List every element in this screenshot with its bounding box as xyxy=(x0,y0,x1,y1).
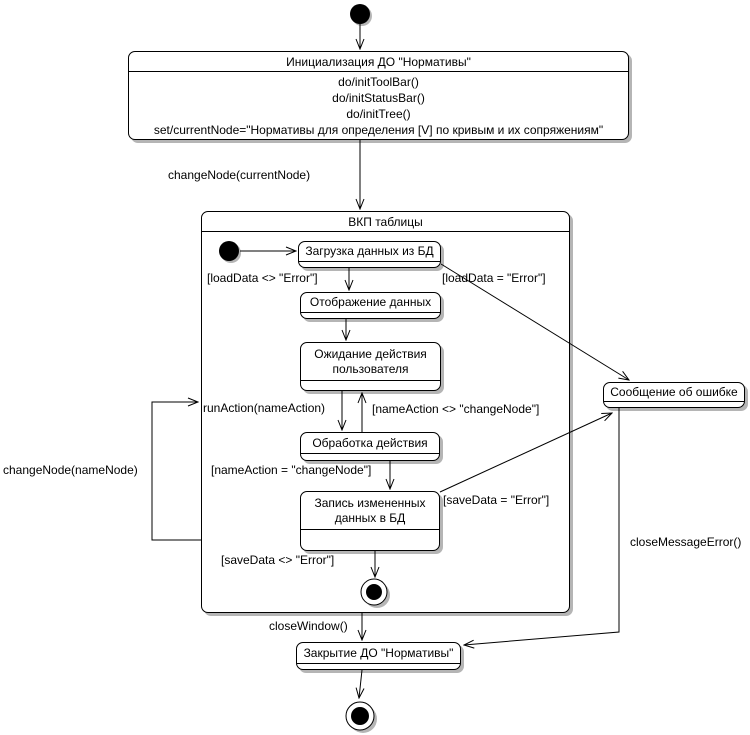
state-close-compartment xyxy=(297,663,460,669)
state-init-action: set/currentNode="Нормативы для определен… xyxy=(153,122,604,137)
state-init-action: do/initToolBar() xyxy=(338,74,419,89)
state-error-message-compartment xyxy=(604,401,744,407)
transition-vkp-self-changenode xyxy=(151,402,201,541)
state-init-title: Инициализация ДО "Нормативы" xyxy=(129,52,628,72)
state-error-message[interactable]: Сообщение об ошибке xyxy=(603,382,745,408)
transition-label-savedata-error: [saveData = "Error"] xyxy=(443,493,550,507)
state-wait[interactable]: Ожидание действия пользователя xyxy=(300,342,441,391)
state-save-compartment xyxy=(301,529,439,550)
state-vkp-title: ВКП таблицы xyxy=(202,212,569,232)
transition-label-closewindow: closeWindow() xyxy=(269,619,348,633)
final-state-shadow xyxy=(349,705,377,733)
transition-label-changenode-namenode: changeNode(nameNode) xyxy=(3,463,138,477)
state-display-label: Отображение данных xyxy=(309,295,432,309)
transition-label-savedata-ok: [saveData <> "Error"] xyxy=(221,553,335,567)
state-save-line1: Запись измененных xyxy=(314,495,426,510)
state-process[interactable]: Обработка действия xyxy=(300,432,440,461)
state-save-label: Запись измененных данных в БД xyxy=(301,492,439,529)
state-init-action: do/initStatusBar() xyxy=(332,90,425,105)
final-state-icon[interactable] xyxy=(345,701,375,731)
transition-label-loaddata-ok: [loadData <> "Error"] xyxy=(207,271,318,285)
state-process-compartment xyxy=(301,453,439,460)
state-load-compartment xyxy=(299,261,440,267)
state-wait-line2: пользователя xyxy=(332,361,409,376)
transition-label-closemessageerror: closeMessageError() xyxy=(630,535,742,549)
initial-state-shadow xyxy=(352,6,372,26)
state-display-compartment xyxy=(301,312,440,318)
initial-state-icon[interactable] xyxy=(350,4,370,24)
state-process-label: Обработка действия xyxy=(312,435,428,450)
state-load-label: Загрузка данных из БД xyxy=(305,244,434,258)
transition-close-to-final xyxy=(359,669,362,698)
state-wait-label: Ожидание действия пользователя xyxy=(301,343,440,380)
transition-label-nameaction-other: [nameAction <> "changeNode"] xyxy=(372,402,540,416)
state-load[interactable]: Загрузка данных из БД xyxy=(298,241,441,268)
transition-label-runaction: runAction(nameAction) xyxy=(203,401,326,415)
state-wait-line1: Ожидание действия xyxy=(314,346,427,361)
state-init[interactable]: Инициализация ДО "Нормативы" do/initTool… xyxy=(128,51,629,140)
state-init-action: do/initTree() xyxy=(346,106,411,121)
final-state-dot xyxy=(351,707,369,725)
state-wait-compartment xyxy=(301,380,440,390)
transition-label-nameaction-changenode: [nameAction = "changeNode"] xyxy=(211,463,372,477)
state-init-actions: do/initToolBar() do/initStatusBar() do/i… xyxy=(129,72,628,139)
transition-label-changenode-current: changeNode(currentNode) xyxy=(168,168,311,182)
state-error-message-label: Сообщение об ошибке xyxy=(610,384,738,399)
state-close[interactable]: Закрытие ДО "Нормативы" xyxy=(296,642,461,670)
state-save[interactable]: Запись измененных данных в БД xyxy=(300,491,440,551)
state-save-line2: данных в БД xyxy=(334,510,406,525)
state-close-label: Закрытие ДО "Нормативы" xyxy=(303,645,454,660)
transition-label-loaddata-error: [loadData = "Error"] xyxy=(442,271,546,285)
state-display[interactable]: Отображение данных xyxy=(300,292,441,319)
